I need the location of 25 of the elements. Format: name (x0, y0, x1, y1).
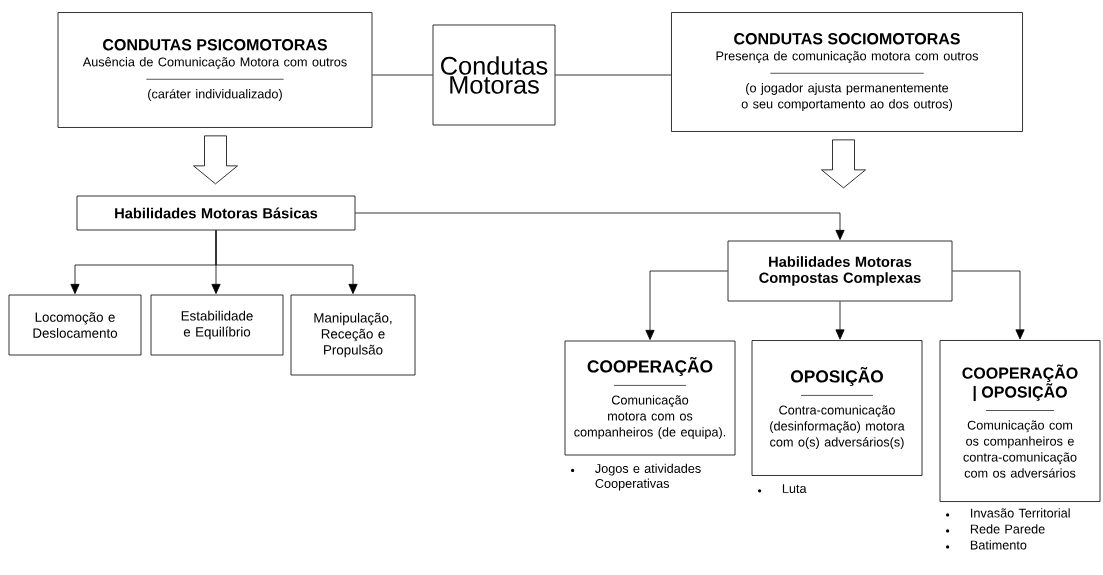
arrow (835, 301, 845, 340)
bullet-item: Luta (782, 484, 807, 493)
block-arrow (193, 135, 238, 185)
title-box: Condutas Motoras (432, 24, 556, 126)
connector-line (372, 74, 433, 76)
process-box: Estabilidade e Equilíbrio (150, 294, 284, 356)
process-box: COOPERAÇÃO Comunicação motora com os companheiros (de equipa). (564, 340, 736, 456)
process-box: Habilidades Motoras Básicas (76, 195, 356, 231)
arrow (645, 270, 728, 340)
process-box: CONDUTAS SOCIOMOTORAS Presença de comunicação motora com outros (o jogador ajusta permanentemente o seu comportamento ao dos outros) (671, 12, 1023, 132)
process-box: Habilidades Motoras Compostas Complexas (727, 240, 953, 302)
process-box: COOPERAÇÃO | OPOSIÇÃO Comunicação com os companheiros e contra-comunicação com os adversários (939, 340, 1101, 502)
bullet-item: Rede Parede (970, 524, 1045, 534)
arrow (952, 270, 1025, 340)
arrow (215, 230, 358, 294)
process-box: CONDUTAS PSICOMOTORAS Ausência de Comunicação Motora com outros (caráter individualizado) (57, 12, 373, 128)
bullet-item: Jogos e atividades Cooperativas (595, 463, 701, 491)
arrow (355, 212, 845, 240)
connector-line (555, 74, 672, 76)
bullet-item: Batimento (970, 540, 1027, 550)
process-box: OPOSIÇÃO Contra-comunicação (desinformação) motora com o(s) adversários(s) (751, 340, 923, 476)
block-arrow (821, 139, 866, 189)
process-box: Manipulação, Receção e Propulsão (290, 294, 416, 376)
process-box: Locomoção e Deslocamento (8, 294, 142, 356)
bullet-item: Invasão Territorial (971, 508, 1070, 518)
